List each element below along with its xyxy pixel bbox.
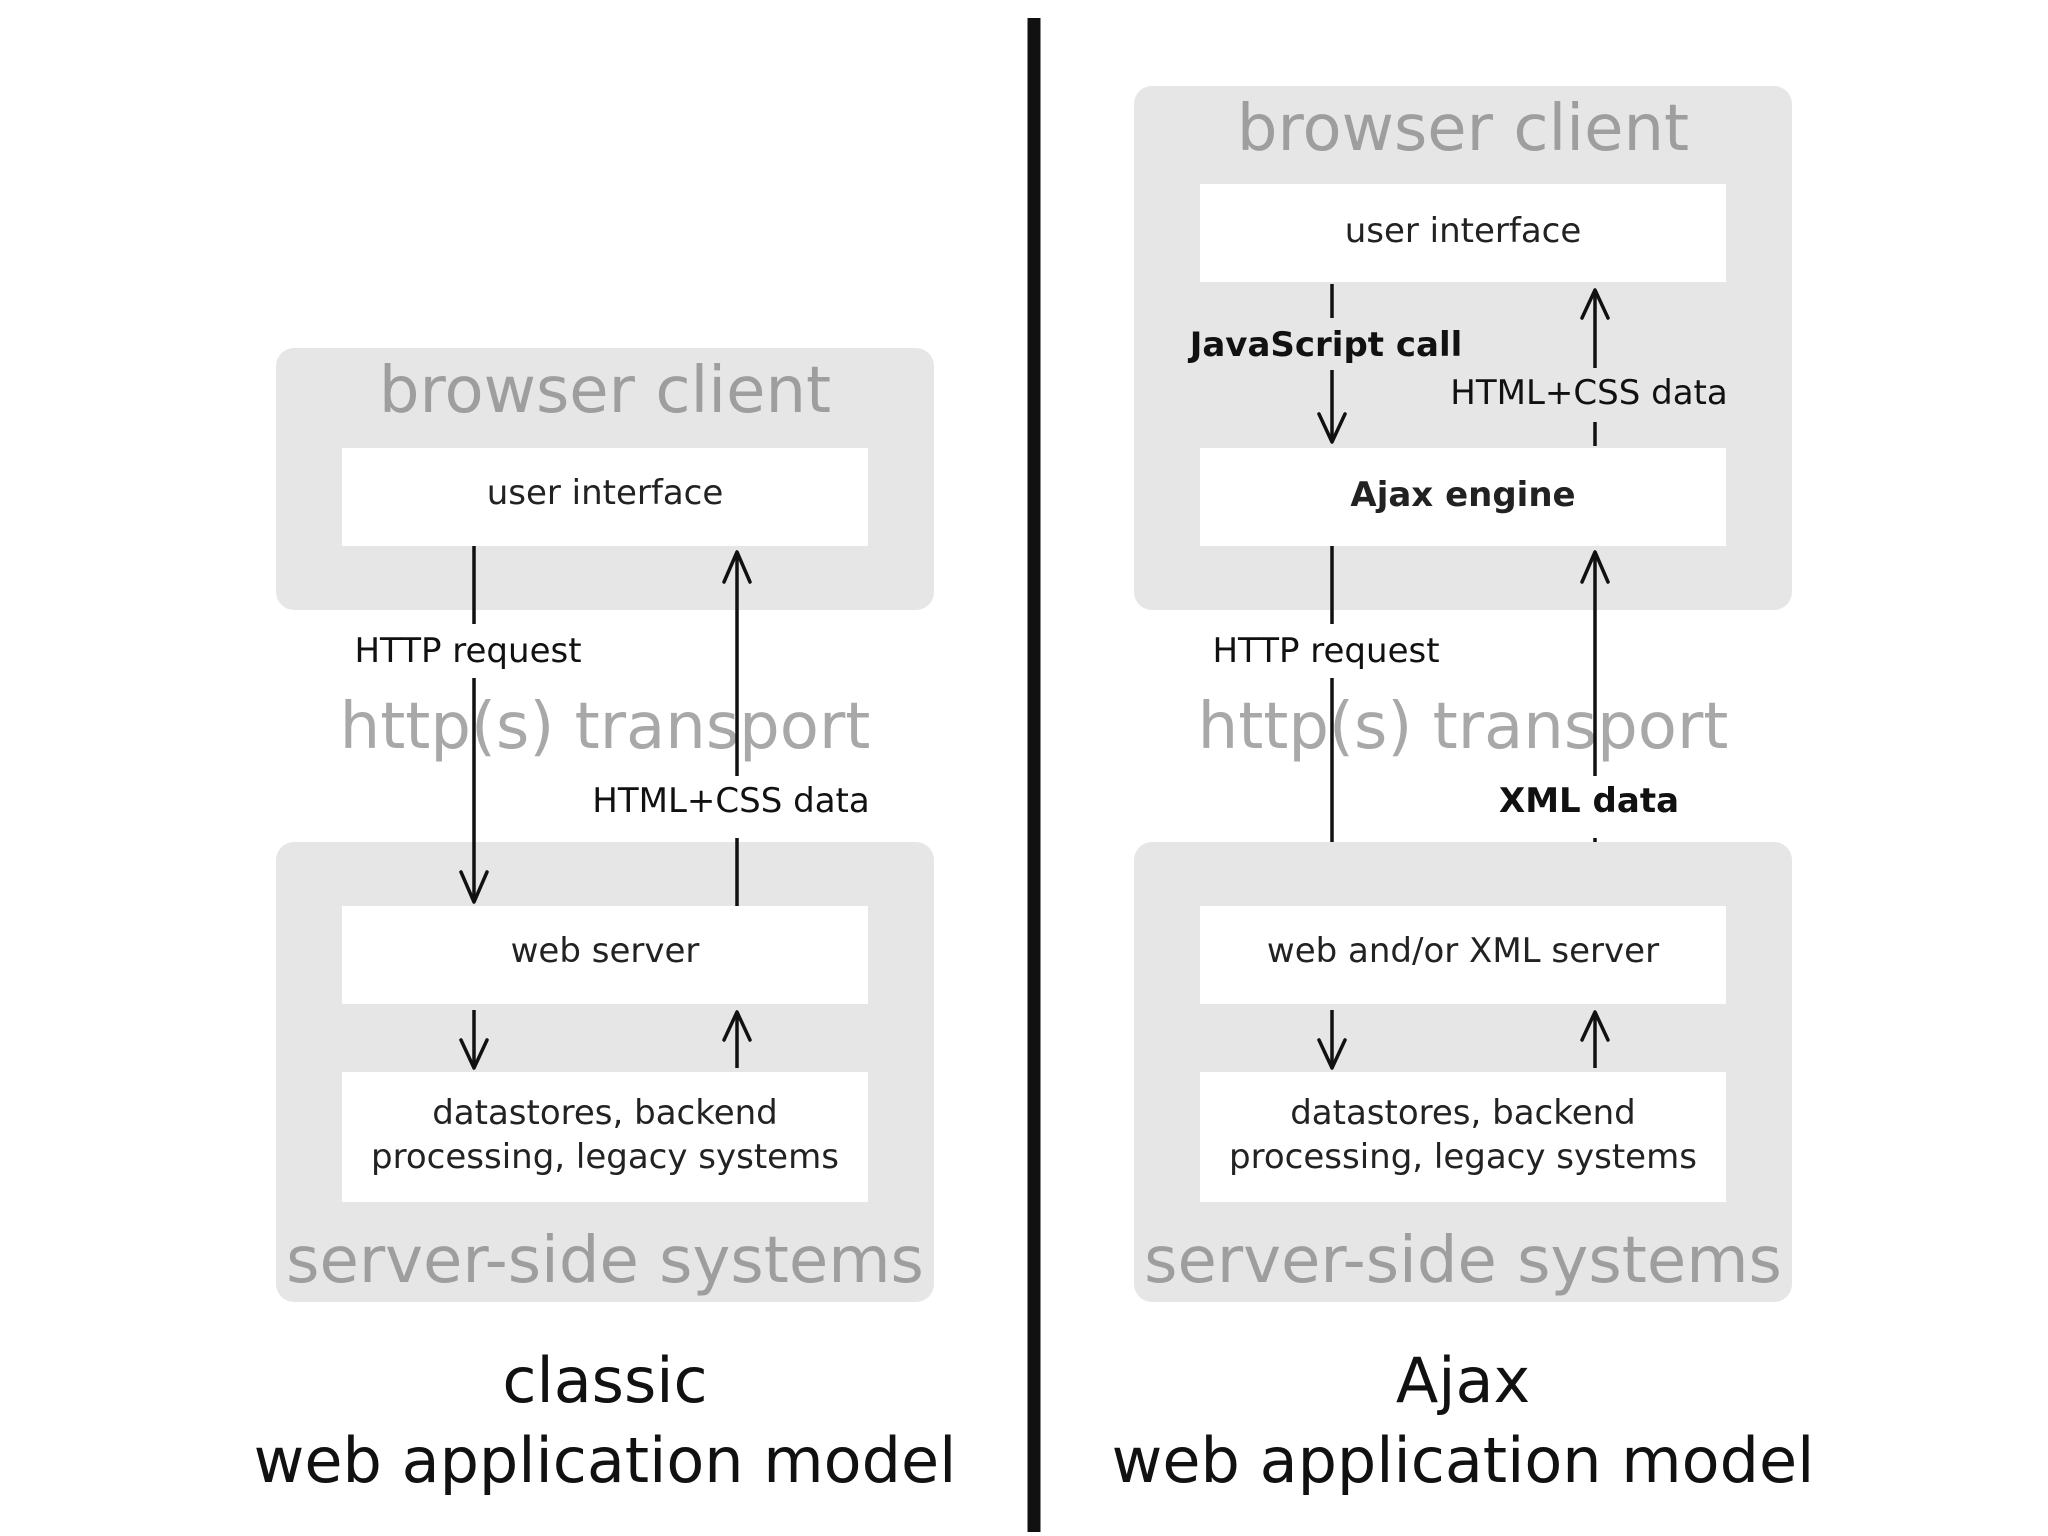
- ajax-server-side-title: server-side systems: [1144, 1224, 1782, 1298]
- ajax-datastores-line1: datastores, backend: [1290, 1093, 1636, 1133]
- ajax-model: browser client user interface Ajax engin…: [1112, 86, 1815, 1497]
- classic-user-interface-label: user interface: [487, 473, 724, 513]
- ajax-html-css-label: HTML+CSS data: [1450, 373, 1727, 413]
- ajax-model-title-line2: web application model: [1112, 1424, 1815, 1497]
- ajax-web-xml-server-label: web and/or XML server: [1267, 931, 1659, 971]
- ajax-xml-data-label: XML data: [1499, 781, 1679, 821]
- classic-model-title-line2: web application model: [254, 1424, 957, 1497]
- classic-html-css-arrowhead: [722, 550, 752, 584]
- ajax-datastores-line2: processing, legacy systems: [1229, 1137, 1697, 1177]
- classic-datastores-line1: datastores, backend: [432, 1093, 778, 1133]
- ajax-html-css-arrowhead: [1580, 288, 1610, 320]
- classic-datastores-line2: processing, legacy systems: [371, 1137, 839, 1177]
- classic-user-interface-box: [342, 448, 868, 546]
- ajax-engine-label: Ajax engine: [1350, 475, 1575, 515]
- ajax-model-title-line1: Ajax: [1396, 1344, 1530, 1417]
- classic-http-request-label: HTTP request: [354, 631, 581, 671]
- classic-server-to-datastores-arrowhead: [459, 1038, 489, 1070]
- classic-html-css-label: HTML+CSS data: [592, 781, 869, 821]
- ajax-engine-box: [1200, 448, 1726, 546]
- ajax-user-interface-box: [1200, 184, 1726, 282]
- ajax-user-interface-label: user interface: [1345, 211, 1582, 251]
- classic-browser-client-title: browser client: [379, 354, 831, 428]
- ajax-xml-data-arrowhead: [1580, 550, 1610, 584]
- ajax-transport-title: http(s) transport: [1198, 690, 1729, 764]
- ajax-server-to-datastores-arrowhead: [1317, 1038, 1347, 1070]
- ajax-datastores-to-server-arrowhead: [1580, 1010, 1610, 1042]
- ajax-web-xml-server-box: [1200, 906, 1726, 1004]
- classic-model: browser client user interface http(s) tr…: [254, 348, 957, 1497]
- classic-datastores-box: [342, 1072, 868, 1202]
- ajax-javascript-call-label: JavaScript call: [1188, 325, 1463, 365]
- classic-web-server-box: [342, 906, 868, 1004]
- ajax-http-request-label: HTTP request: [1212, 631, 1439, 671]
- classic-http-request-arrowhead: [459, 870, 489, 904]
- classic-server-side-title: server-side systems: [286, 1224, 924, 1298]
- classic-web-server-label: web server: [511, 931, 700, 971]
- classic-transport-title: http(s) transport: [340, 690, 871, 764]
- classic-datastores-to-server-arrowhead: [722, 1010, 752, 1042]
- ajax-browser-client-title: browser client: [1237, 92, 1689, 166]
- ajax-datastores-box: [1200, 1072, 1726, 1202]
- ajax-javascript-call-arrowhead: [1317, 412, 1347, 444]
- classic-model-title-line1: classic: [502, 1344, 707, 1417]
